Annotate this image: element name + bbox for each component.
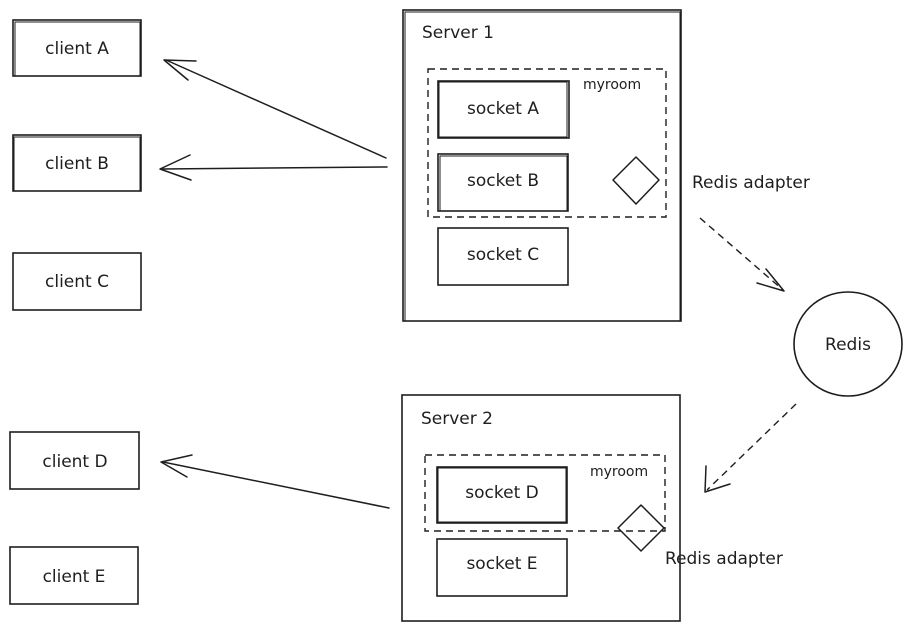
server-1-room (427, 68, 667, 218)
arrow-server1-to-client-b (159, 154, 388, 181)
socket-e-label: socket E (466, 554, 537, 574)
socket-b: socket B (437, 153, 569, 212)
socket-d: socket D (436, 466, 568, 524)
client-a-label: client A (45, 39, 109, 59)
arrow-server1-adapter-to-redis (699, 217, 785, 292)
client-e: client E (9, 546, 139, 605)
socket-d-label: socket D (465, 483, 538, 503)
server-1-room-label: myroom (583, 77, 641, 93)
client-d-label: client D (42, 452, 107, 472)
client-a: client A (12, 19, 142, 77)
redis-label: Redis (825, 335, 871, 355)
server-1: Server 1 myroom socket A socket B socket… (402, 9, 682, 322)
socket-c-label: socket C (467, 245, 539, 265)
socket-b-label: socket B (467, 171, 539, 191)
server-1-adapter-diamond-icon (612, 156, 660, 205)
server-1-title: Server 1 (422, 23, 494, 43)
arrow-redis-to-server2-adapter (704, 403, 797, 493)
server-2-adapter-label: Redis adapter (665, 549, 783, 569)
client-b: client B (12, 134, 142, 192)
client-e-label: client E (43, 567, 106, 587)
socket-e: socket E (436, 538, 568, 597)
redis-node: Redis (793, 291, 903, 397)
client-c: client C (12, 252, 142, 311)
server-2-adapter-diamond-icon (617, 504, 665, 552)
server-2-room (424, 454, 666, 532)
server-1-adapter-label: Redis adapter (692, 173, 810, 193)
server-2-room-label: myroom (590, 464, 648, 480)
client-d: client D (9, 431, 140, 490)
client-b-label: client B (45, 154, 109, 174)
server-2: Server 2 myroom socket D socket E (401, 394, 681, 622)
socket-c: socket C (437, 227, 569, 286)
socket-a: socket A (437, 80, 570, 139)
socket-a-label: socket A (467, 99, 539, 119)
arrow-server2-to-client-d (160, 454, 390, 509)
client-c-label: client C (45, 272, 109, 292)
server-2-title: Server 2 (421, 409, 493, 429)
arrow-server1-to-client-a (163, 59, 387, 159)
